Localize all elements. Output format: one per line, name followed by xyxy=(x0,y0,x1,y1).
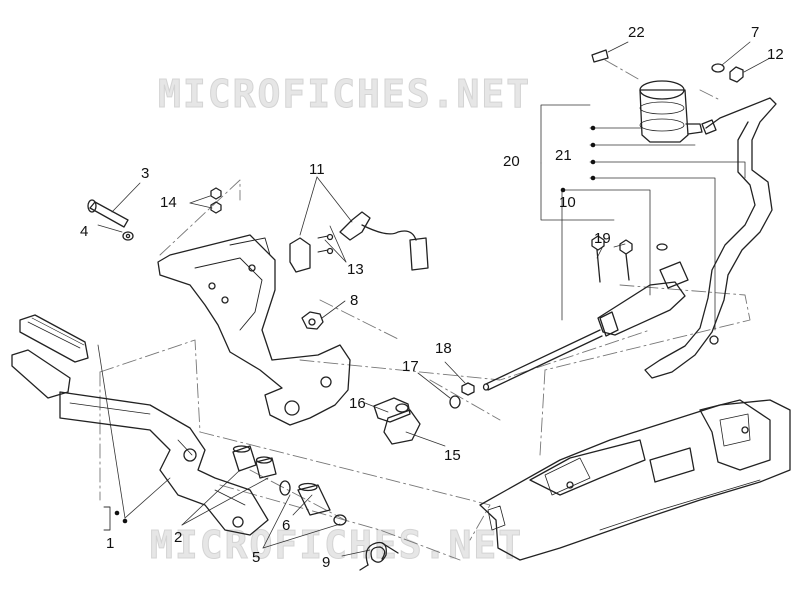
callout-1: 1 xyxy=(106,535,115,552)
callout-16: 16 xyxy=(349,395,366,412)
frame xyxy=(479,399,791,561)
clevis-and-pin xyxy=(373,397,421,445)
small-nuts xyxy=(210,187,222,214)
pedal-bracket xyxy=(157,234,351,426)
washers xyxy=(449,382,475,409)
callout-4: 4 xyxy=(80,223,89,240)
watermark-top: MICROFICHES.NET xyxy=(157,72,532,117)
master-cylinder xyxy=(482,243,689,391)
nut-8 xyxy=(301,311,324,330)
callout-6: 6 xyxy=(282,517,291,534)
reference-dots xyxy=(114,125,596,524)
callout-18: 18 xyxy=(435,340,452,357)
callout-12: 12 xyxy=(767,46,784,63)
callout-14: 14 xyxy=(160,194,177,211)
callout-5: 5 xyxy=(252,549,261,566)
fluid-reservoir xyxy=(639,80,703,143)
callout-22: 22 xyxy=(628,24,645,41)
callout-7: 7 xyxy=(751,24,760,41)
bolt-and-washer xyxy=(87,199,134,241)
brake-switch xyxy=(289,211,429,273)
brake-hose xyxy=(644,97,777,379)
brake-pedal xyxy=(11,349,269,536)
callout-15: 15 xyxy=(444,447,461,464)
leader-lines xyxy=(97,41,771,557)
pedal-pad xyxy=(19,314,89,363)
callout-2: 2 xyxy=(174,529,183,546)
mounting-bolts xyxy=(591,235,633,283)
callout-13: 13 xyxy=(347,261,364,278)
callout-20: 20 xyxy=(503,153,520,170)
assembly-guide-lines xyxy=(99,59,751,561)
callout-3: 3 xyxy=(141,165,150,182)
callout-9: 9 xyxy=(322,554,331,571)
reservoir-fasteners xyxy=(591,49,744,83)
callout-19: 19 xyxy=(594,230,611,247)
callout-17: 17 xyxy=(402,358,419,375)
callout-21: 21 xyxy=(555,147,572,164)
callout-10: 10 xyxy=(559,194,576,211)
bushings xyxy=(232,445,347,526)
callout-11: 11 xyxy=(309,161,325,178)
callout-8: 8 xyxy=(350,292,359,309)
return-spring xyxy=(359,541,399,571)
